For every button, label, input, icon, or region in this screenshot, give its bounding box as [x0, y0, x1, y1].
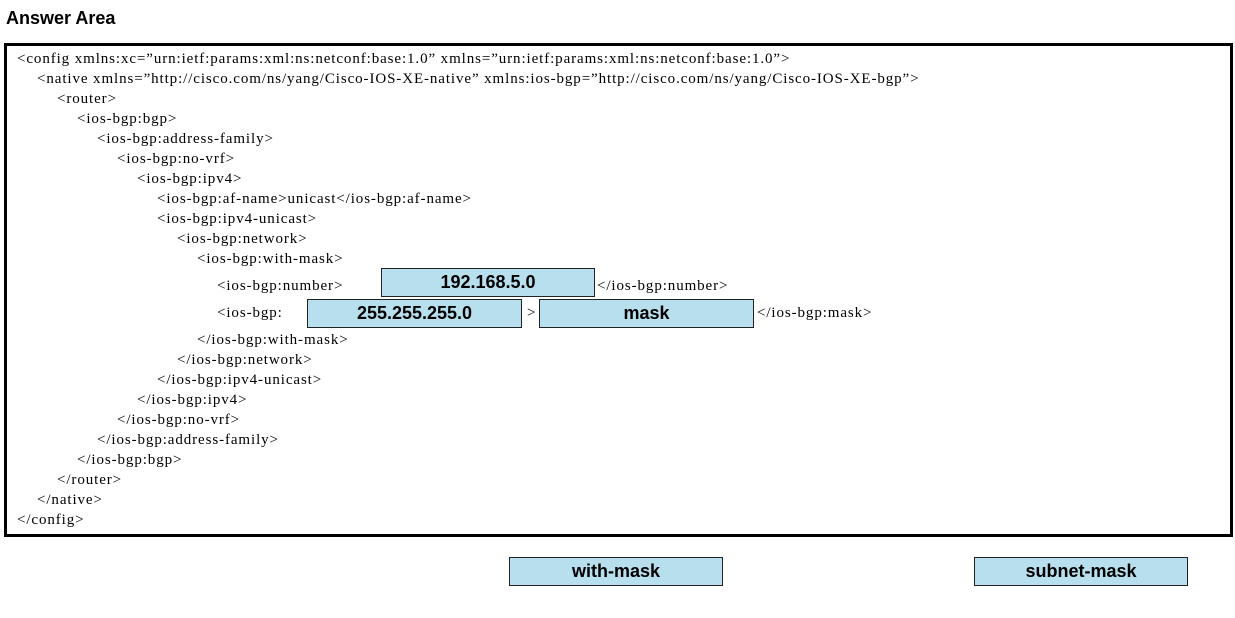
code-line-mask-open: <ios-bgp:: [217, 305, 283, 321]
code-line: </ios-bgp:network>: [177, 352, 313, 368]
code-line: <ios-bgp:with-mask>: [197, 251, 344, 267]
code-line: <router>: [57, 91, 117, 107]
mask-tag-drop-slot[interactable]: mask: [539, 299, 754, 328]
code-line: </ios-bgp:with-mask>: [197, 332, 349, 348]
code-line: </config>: [17, 512, 85, 528]
code-line: <config xmlns:xc=”urn:ietf:params:xml:ns…: [17, 51, 791, 67]
code-line: </ios-bgp:bgp>: [77, 452, 183, 468]
code-line-number-open: <ios-bgp:number>: [217, 278, 344, 294]
option-subnet-mask[interactable]: subnet-mask: [974, 557, 1188, 586]
code-line: </ios-bgp:address-family>: [97, 432, 279, 448]
code-line: </ios-bgp:no-vrf>: [117, 412, 241, 428]
code-line-mask-close: </ios-bgp:mask>: [757, 305, 873, 321]
code-line: </native>: [37, 492, 103, 508]
option-with-mask[interactable]: with-mask: [509, 557, 723, 586]
answer-area-title: Answer Area: [6, 8, 116, 28]
code-line: <native xmlns=”http://cisco.com/ns/yang/…: [37, 71, 920, 87]
code-line: <ios-bgp:ipv4-unicast>: [157, 211, 318, 227]
code-line: <ios-bgp:bgp>: [77, 111, 178, 127]
number-drop-slot[interactable]: 192.168.5.0: [381, 268, 595, 297]
code-line: <ios-bgp:ipv4>: [137, 171, 243, 187]
code-line: <ios-bgp:af-name>unicast</ios-bgp:af-nam…: [157, 191, 472, 207]
code-line: <ios-bgp:address-family>: [97, 131, 274, 147]
code-line: </ios-bgp:ipv4>: [137, 392, 248, 408]
code-line: <ios-bgp:no-vrf>: [117, 151, 235, 167]
code-line-mask-mid: >: [527, 305, 537, 321]
code-line-number-close: </ios-bgp:number>: [597, 278, 729, 294]
mask-value-drop-slot[interactable]: 255.255.255.0: [307, 299, 522, 328]
code-line: </ios-bgp:ipv4-unicast>: [157, 372, 323, 388]
code-line: <ios-bgp:network>: [177, 231, 308, 247]
code-line: </router>: [57, 472, 123, 488]
code-panel: <config xmlns:xc=”urn:ietf:params:xml:ns…: [4, 43, 1233, 537]
